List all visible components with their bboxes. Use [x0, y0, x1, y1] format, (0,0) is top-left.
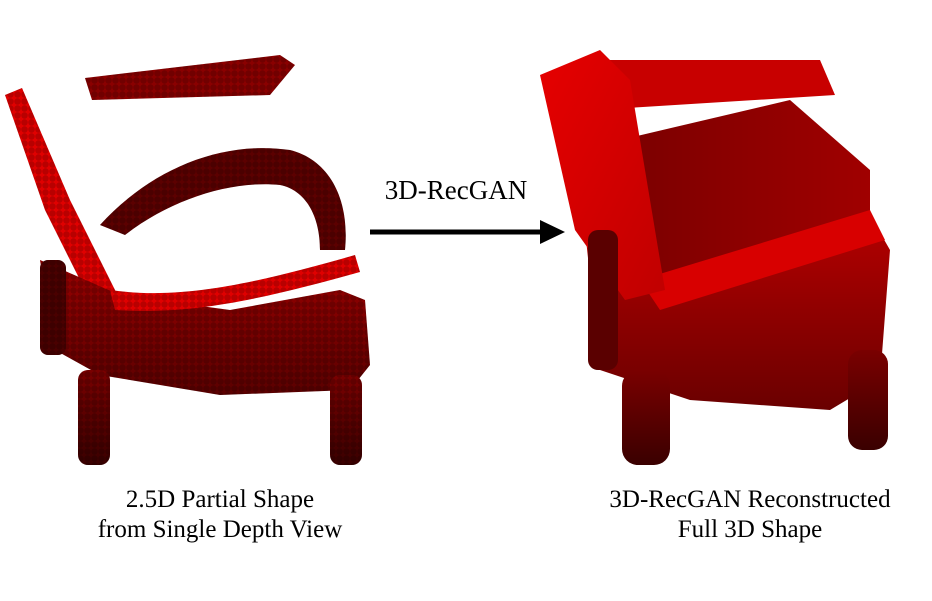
partial-shape-chair: [5, 55, 370, 465]
right-caption: 3D-RecGAN Reconstructed Full 3D Shape: [560, 485, 932, 545]
full-body: [585, 215, 890, 410]
full-leg-right: [848, 350, 888, 450]
full-front-rail: [640, 210, 885, 310]
left-caption-line1: 2.5D Partial Shape: [125, 486, 315, 513]
full-back-panel: [620, 100, 870, 290]
full-back-post: [540, 50, 665, 300]
right-caption-line1: 3D-RecGAN Reconstructed: [609, 486, 891, 513]
reconstructed-chair: [540, 50, 890, 465]
arrow: [370, 220, 565, 244]
full-leg-left: [622, 370, 670, 465]
left-caption-line2: from Single Depth View: [97, 516, 343, 543]
arrow-head-icon: [540, 220, 565, 244]
left-caption: 2.5D Partial Shape from Single Depth Vie…: [40, 485, 400, 545]
full-leg-back: [588, 230, 618, 370]
right-caption-line2: Full 3D Shape: [677, 516, 823, 543]
arrow-label: 3D-RecGAN: [384, 175, 528, 205]
full-top-bar: [585, 60, 835, 110]
